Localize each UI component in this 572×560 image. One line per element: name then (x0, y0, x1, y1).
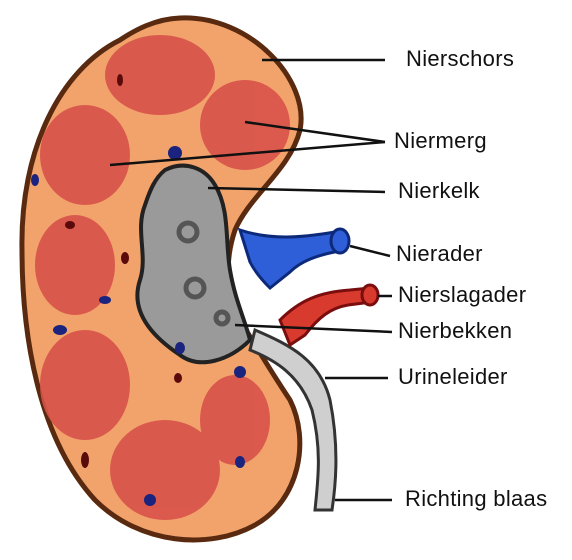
kidney (22, 18, 378, 540)
renal-vein (240, 230, 345, 288)
renal-artery (280, 288, 372, 345)
label-nierkelk: Nierkelk (398, 178, 480, 204)
label-niermerg: Niermerg (394, 128, 487, 154)
label-richting-blaas: Richting blaas (405, 486, 547, 512)
leader-nierader (350, 246, 390, 256)
label-nierschors: Nierschors (406, 46, 514, 72)
label-nierslagader: Nierslagader (398, 282, 526, 308)
label-urineleider: Urineleider (398, 364, 508, 390)
label-nierader: Nierader (396, 241, 483, 267)
label-nierbekken: Nierbekken (398, 318, 512, 344)
